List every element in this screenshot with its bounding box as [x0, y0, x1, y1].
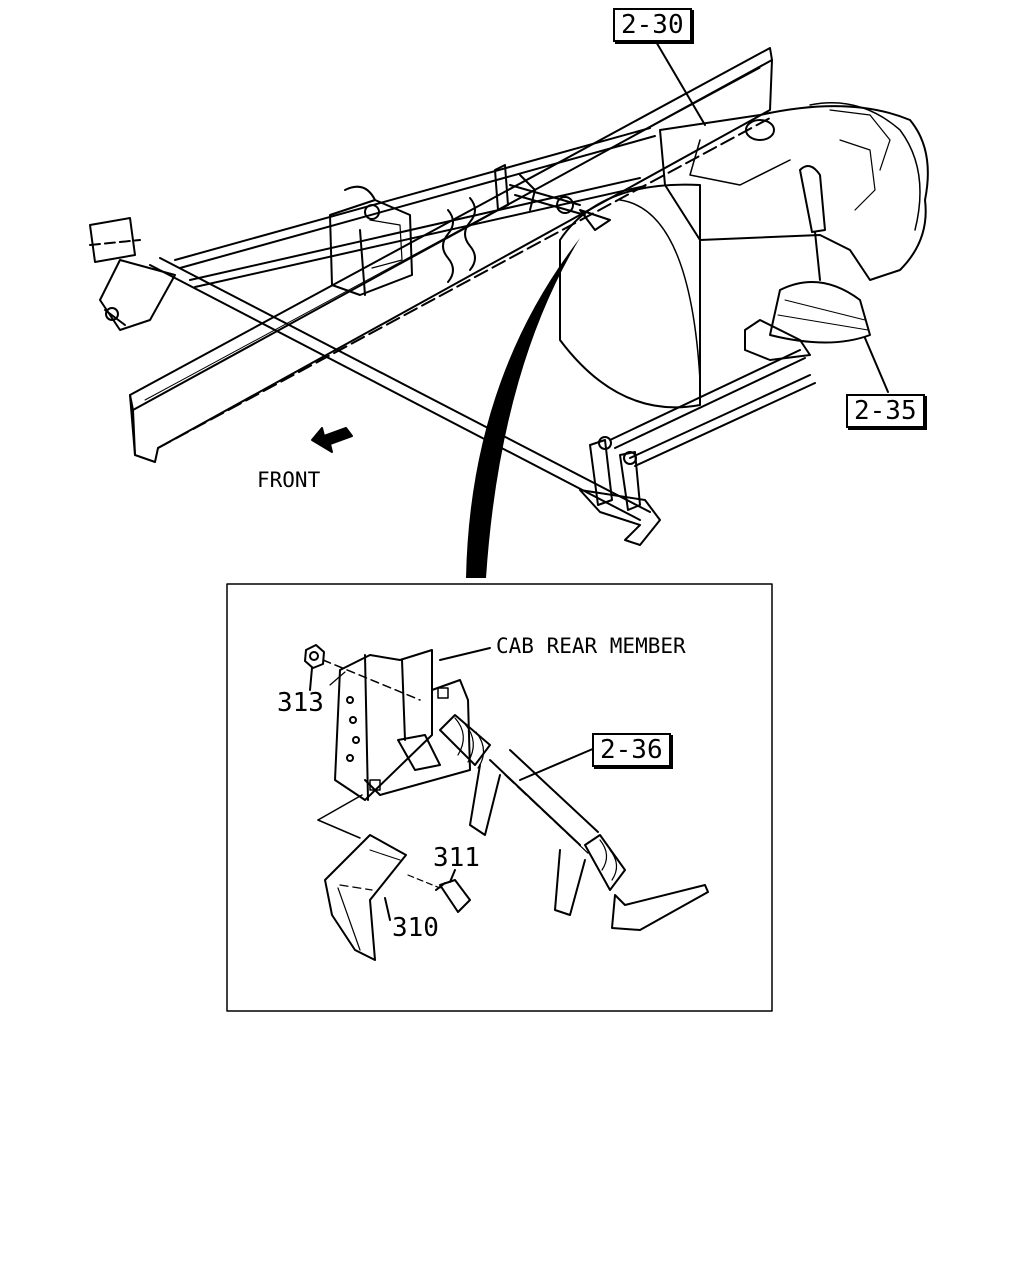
callout-2-30: 2-30	[613, 8, 692, 42]
callout-2-35: 2-35	[846, 394, 925, 428]
leader-cab-rear-member	[439, 647, 491, 661]
leader-313	[309, 667, 313, 691]
transmission-housing	[559, 102, 929, 409]
bolt-311-icon	[407, 874, 471, 913]
left-lever-bracket	[89, 217, 176, 331]
front-label: FRONT	[257, 468, 321, 492]
callout-2-36: 2-36	[592, 733, 671, 767]
detail-frame	[226, 583, 773, 1012]
bracket-310	[324, 834, 407, 961]
leader-310	[384, 897, 391, 921]
cross-shaft-bracket	[494, 164, 611, 231]
linkage-rods	[149, 127, 816, 521]
lower-bracket	[579, 436, 661, 546]
callout-leader-2-35	[864, 337, 889, 393]
cab-rear-member-bracket	[317, 649, 471, 839]
callout-leader-2-36	[519, 747, 596, 781]
frame-rail	[129, 47, 773, 463]
shift-lever	[744, 165, 871, 361]
front-arrow-icon	[311, 427, 353, 453]
leader-311	[449, 869, 456, 883]
part-number-310: 310	[392, 913, 439, 943]
part-number-311: 311	[433, 843, 480, 873]
detail-leader	[466, 238, 580, 578]
part-number-313: 313	[277, 688, 324, 718]
shaft-assembly	[439, 714, 709, 931]
middle-bracket	[329, 185, 413, 296]
nut-313-icon	[304, 644, 421, 701]
callout-leader-2-30	[654, 39, 706, 126]
cab-rear-member-label: CAB REAR MEMBER	[496, 634, 686, 658]
